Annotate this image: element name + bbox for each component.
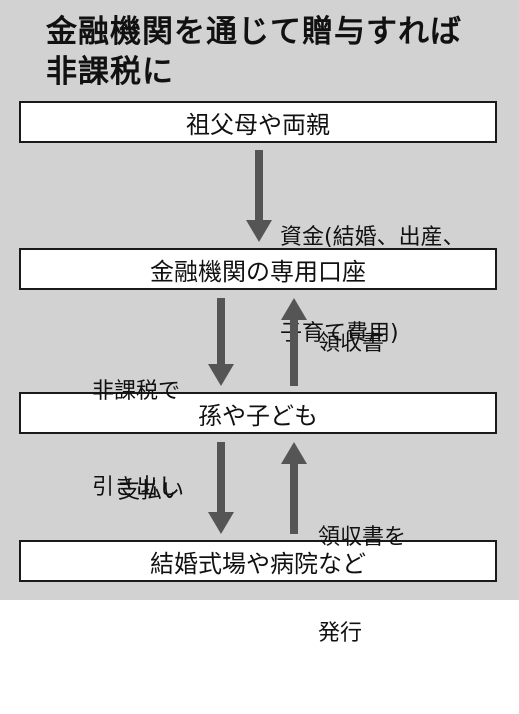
- label-funds-line-2: 子育て費用): [280, 321, 399, 346]
- diagram-panel: 金融機関を通じて贈与すれば 非課税に 祖父母や両親 金融機関の専用口座 孫や子ど…: [0, 0, 519, 646]
- arrow-payment-down-icon: [208, 442, 234, 534]
- label-withdraw-line-1: 非課税で: [92, 379, 181, 404]
- node-venues: 結婚式場や病院など: [19, 540, 497, 582]
- title-line-2: 非課税に: [46, 54, 174, 90]
- label-funds: 資金(結婚、出産、 子育て費用): [280, 158, 465, 414]
- diagram-title: 金融機関を通じて贈与すれば 非課税に: [46, 12, 506, 92]
- node-grandparents: 祖父母や両親: [19, 101, 497, 143]
- arrow-issue-receipt-up-icon: [281, 442, 307, 534]
- label-receipt: 領収書: [318, 331, 385, 356]
- node-grandchildren: 孫や子ども: [19, 392, 497, 434]
- title-line-1: 金融機関を通じて贈与すれば: [46, 14, 462, 50]
- label-issue-receipt: 領収書を 発行: [318, 458, 406, 714]
- arrow-receipt-up-icon: [281, 298, 307, 386]
- node-account: 金融機関の専用口座: [19, 248, 497, 290]
- label-issue-receipt-line-1: 領収書を: [318, 525, 407, 550]
- label-withdraw: 非課税で 引き出し: [92, 312, 180, 568]
- label-funds-line-1: 資金(結婚、出産、: [280, 225, 465, 250]
- label-issue-receipt-line-2: 発行: [318, 621, 363, 646]
- arrow-funds-down-icon: [246, 150, 272, 242]
- label-withdraw-line-2: 引き出し: [92, 475, 181, 500]
- label-payment: 支払い: [118, 479, 185, 504]
- arrow-withdraw-down-icon: [208, 298, 234, 386]
